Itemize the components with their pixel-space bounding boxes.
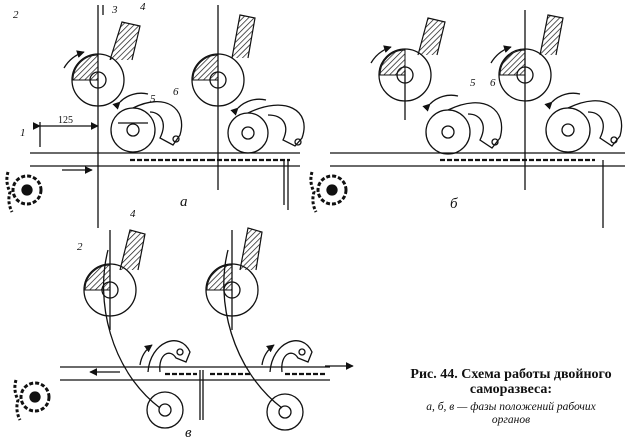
label-2: 2 <box>13 9 19 21</box>
label-6b: 6 <box>490 77 496 89</box>
panel-label-b: б <box>450 196 458 212</box>
hook-a2 <box>227 98 305 154</box>
drum-b1 <box>370 45 432 102</box>
hook-a1 <box>110 92 183 153</box>
part-labels: 2 3 4 5 6 1 125 5 6 2 4 а б в <box>13 1 496 441</box>
panel-b <box>309 10 625 228</box>
label-2c: 2 <box>77 241 83 253</box>
drum-a1 <box>63 50 125 107</box>
label-6: 6 <box>173 86 179 98</box>
drum-c2 <box>205 263 259 317</box>
hook-b1 <box>422 94 503 155</box>
dimension-125: 125 <box>58 115 73 126</box>
panel-v <box>13 227 354 431</box>
caption-title-line1: Рис. 44. Схема работы двойного <box>410 367 612 382</box>
caption-subtitle-line1: а, б, в — фазы положений рабочих <box>426 401 596 413</box>
drum-a2 <box>191 53 245 107</box>
label-4c: 4 <box>130 208 136 220</box>
sprocket-a <box>11 174 43 206</box>
label-5: 5 <box>150 93 156 105</box>
hook-c1 <box>139 340 191 429</box>
label-1: 1 <box>20 127 26 139</box>
caption-title-line2: саморазвеса: <box>469 382 553 397</box>
panel-a <box>5 5 305 228</box>
sprocket-b <box>316 174 348 206</box>
hook-c2 <box>261 340 313 431</box>
panel-label-a: а <box>180 194 188 210</box>
sprocket-c <box>19 381 51 413</box>
label-4: 4 <box>140 1 146 13</box>
figure-caption: Рис. 44. Схема работы двойного саморазве… <box>380 367 642 427</box>
caption-subtitle: а, б, в — фазы положений рабочих органов <box>380 401 642 427</box>
drum-b2 <box>490 45 552 102</box>
label-5b: 5 <box>470 77 476 89</box>
caption-subtitle-line2: органов <box>491 414 531 426</box>
panel-label-v: в <box>185 425 192 441</box>
label-3: 3 <box>111 4 118 16</box>
hook-b2 <box>544 92 623 153</box>
caption-title: Рис. 44. Схема работы двойного саморазве… <box>380 367 642 397</box>
